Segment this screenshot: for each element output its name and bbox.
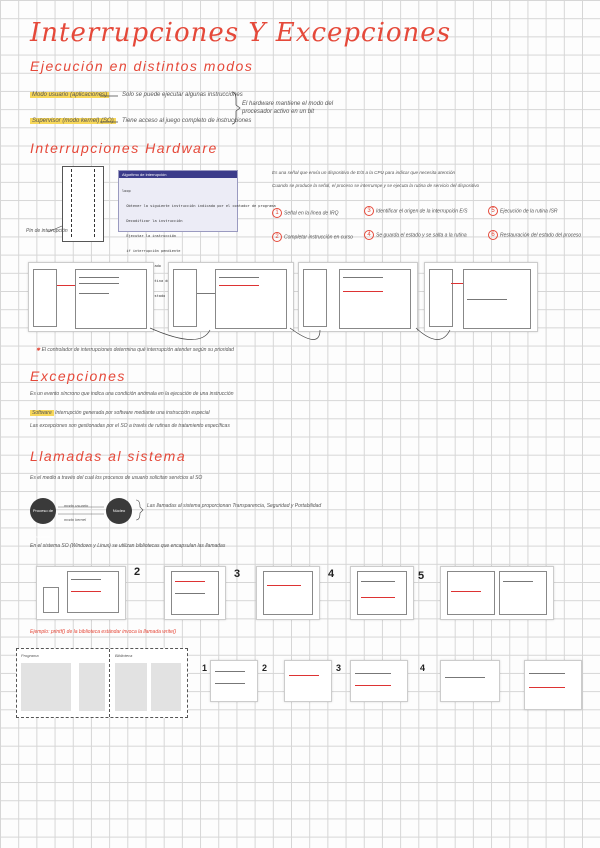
bottom-step-3-num: 3 xyxy=(336,663,342,673)
syscalls-benefits: Las llamadas al sistema proporcionan Tra… xyxy=(147,503,322,509)
syscall-diagram-1 xyxy=(36,566,126,620)
hw-diagram-1 xyxy=(28,262,154,332)
syscall-step-4-num: 4 xyxy=(328,568,335,580)
exceptions-line-1: Es un evento síncrono que indica una con… xyxy=(30,391,234,397)
circle-caption-left: modo usuario xyxy=(64,503,89,508)
syscall-step-3-num: 3 xyxy=(234,568,241,580)
hw-diagram-4 xyxy=(424,262,538,332)
syscalls-line-2: En el sistema SO (Windows y Linux) se ut… xyxy=(30,543,226,549)
box-right-panel-2 xyxy=(151,663,181,711)
kernel-mode-label: Supervisor (modo kernel) (SO) xyxy=(30,118,116,124)
syscall-diagram-4 xyxy=(350,566,414,620)
box-right-title: Biblioteca xyxy=(115,653,133,658)
pin-label: Pin de interrupción xyxy=(26,228,68,234)
hw-note-1: Es una señal que envía un dispositivo de… xyxy=(272,170,456,175)
bottom-diagram-5 xyxy=(524,660,582,710)
hw-diagram-3 xyxy=(298,262,418,332)
page-title: Interrupciones Y Excepciones xyxy=(30,18,452,48)
kernel-circle: Núcleo xyxy=(106,498,132,524)
bottom-diagram-4 xyxy=(440,660,500,702)
section-heading-syscalls: Llamadas al sistema xyxy=(30,448,187,464)
kernel-mode-desc: Tiene acceso al juego completo de instru… xyxy=(122,118,252,124)
bottom-diagram-1 xyxy=(210,660,258,702)
bottom-diagram-3 xyxy=(350,660,408,702)
hw-footnote: ✱ El controlador de interrupciones deter… xyxy=(36,347,234,353)
syscalls-example: Ejemplo: printf() de la biblioteca están… xyxy=(30,629,177,635)
syscalls-line-1: Es el medio a través del cual los proces… xyxy=(30,475,203,481)
syscall-diagram-2 xyxy=(164,566,226,620)
bottom-diagram-2 xyxy=(284,660,332,702)
exceptions-line-2: Software Interrupción generada por softw… xyxy=(30,410,210,416)
box-left-panel xyxy=(21,663,71,711)
section-heading-modes: Ejecución en distintos modos xyxy=(30,58,254,74)
syscall-step-2-num: 2 xyxy=(134,566,141,578)
box-mid-panel xyxy=(79,663,105,711)
syscall-example-box: Programa Biblioteca xyxy=(16,648,188,718)
bottom-step-2-num: 2 xyxy=(262,663,268,673)
exceptions-line-3: Las excepciones son gestionadas por el S… xyxy=(30,423,230,429)
code-box-title: Algoritmo de interrupción xyxy=(119,171,237,178)
syscall-diagram-3 xyxy=(256,566,320,620)
box-right-panel xyxy=(115,663,147,711)
syscall-diagram-5 xyxy=(440,566,554,620)
section-heading-hw: Interrupciones Hardware xyxy=(30,140,218,156)
hw-note-2: Cuando se produce la señal, el proceso s… xyxy=(272,183,480,188)
box-left-title: Programa xyxy=(21,653,39,658)
user-mode-desc: Solo se puede ejecutar algunas instrucci… xyxy=(122,92,243,98)
section-heading-exceptions: Excepciones xyxy=(30,368,126,384)
brace-note-2: procesador activo en un bit xyxy=(242,109,315,115)
syscall-step-5-num: 5 xyxy=(418,570,425,582)
bottom-step-1-num: 1 xyxy=(202,663,208,673)
interrupt-code-box: Algoritmo de interrupción loop Obtener l… xyxy=(118,170,276,328)
circle-caption-right: modo kernel xyxy=(64,517,87,522)
cpu-chip-diagram xyxy=(62,166,104,242)
bottom-step-4-num: 4 xyxy=(420,663,426,673)
user-process-circle: Proceso de usuario xyxy=(30,498,56,539)
brace-note-1: El hardware mantiene el modo del xyxy=(242,101,334,107)
hw-diagram-2 xyxy=(168,262,294,332)
user-mode-label: Modo usuario (aplicaciones) xyxy=(30,92,110,98)
